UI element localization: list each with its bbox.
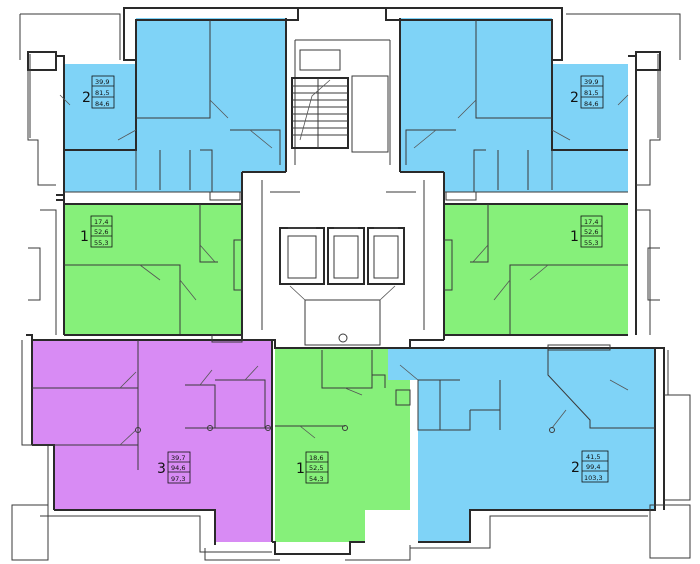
label-br: 2 41,5 99,4 103,3 xyxy=(571,450,609,483)
label-bc: 1 18,6 52,5 54,3 xyxy=(296,451,329,484)
apartment-fill-br xyxy=(388,348,655,542)
label-mr-rooms: 1 xyxy=(570,229,579,245)
label-tl-area-living: 39,9 xyxy=(95,78,109,86)
label-mr-area-living: 17,4 xyxy=(584,218,598,226)
label-tl-area-total: 81,5 xyxy=(95,89,109,97)
label-bl: 3 39,7 94,6 97,3 xyxy=(157,451,191,484)
walls-br xyxy=(388,344,655,433)
label-ml-rooms: 1 xyxy=(80,229,89,245)
label-mr-area-full: 55,3 xyxy=(584,239,598,247)
label-tr-area-living: 39,9 xyxy=(584,78,598,86)
label-mr-area-total: 52,6 xyxy=(584,228,598,236)
label-tr-area-full: 84,6 xyxy=(584,100,598,108)
apartment-fills xyxy=(32,18,655,542)
label-bc-rooms: 1 xyxy=(296,461,305,477)
label-bc-area-total: 52,5 xyxy=(309,464,323,472)
label-tr-area-total: 81,5 xyxy=(584,89,598,97)
stair-landing-top xyxy=(299,49,341,71)
label-br-rooms: 2 xyxy=(571,460,580,476)
label-tl: 2 39,9 81,5 84,6 xyxy=(82,75,115,109)
apartment-fill-mr xyxy=(444,204,628,335)
label-bl-area-full: 97,3 xyxy=(171,475,185,483)
apartment-fill-bl xyxy=(32,340,272,542)
label-bl-area-total: 94,6 xyxy=(171,464,185,472)
label-bl-rooms: 3 xyxy=(157,461,166,477)
walls-tr xyxy=(405,20,629,201)
label-br-area-total: 99,4 xyxy=(586,463,600,471)
label-br-area-full: 103,3 xyxy=(584,474,603,482)
apartment-fill-tl xyxy=(64,18,286,192)
apartment-fill-tr xyxy=(400,18,628,192)
label-mr: 1 17,4 52,6 55,3 xyxy=(570,215,603,248)
label-tl-area-full: 84,6 xyxy=(95,100,109,108)
walls-bc xyxy=(275,350,411,439)
label-bc-area-full: 54,3 xyxy=(309,475,323,483)
walls-bl xyxy=(32,334,273,542)
apartment-fill-ml xyxy=(64,204,242,335)
label-ml-area-full: 55,3 xyxy=(94,239,108,247)
label-ml: 1 17,4 52,6 55,3 xyxy=(80,215,113,248)
label-bc-area-living: 18,6 xyxy=(309,454,323,462)
apartment-fill-bc xyxy=(275,348,410,542)
label-br-area-living: 41,5 xyxy=(586,453,600,461)
label-tr: 2 39,9 81,5 84,6 xyxy=(570,75,604,109)
exterior-walls xyxy=(11,7,691,561)
apartment-labels: 2 39,9 81,5 84,6 2 39,9 81,5 84,6 1 17,4… xyxy=(80,75,609,484)
label-ml-area-total: 52,6 xyxy=(94,228,108,236)
label-bl-area-living: 39,7 xyxy=(171,454,185,462)
stairs xyxy=(291,77,349,149)
walls-tl xyxy=(59,20,281,201)
label-tl-rooms: 2 xyxy=(82,90,91,106)
elevators xyxy=(279,227,405,285)
label-ml-area-living: 17,4 xyxy=(94,218,108,226)
walls-mr xyxy=(443,203,628,336)
label-tr-rooms: 2 xyxy=(570,90,579,106)
